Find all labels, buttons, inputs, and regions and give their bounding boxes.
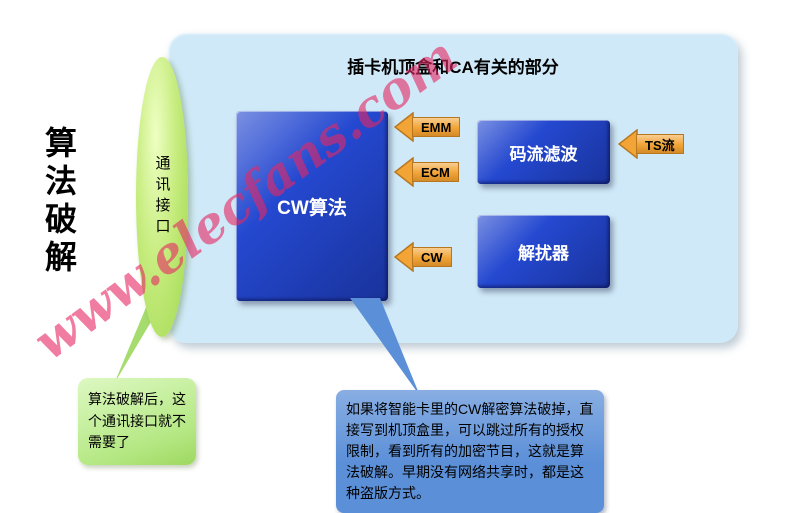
green-callout: 算法破解后，这个通讯接口就不需要了 (78, 378, 196, 466)
left-arrow-icon (394, 242, 414, 272)
comm-interface-label: 通讯接口 (153, 155, 171, 239)
cw-algorithm-label: CW算法 (277, 197, 347, 219)
emm-arrow-label: EMM (421, 119, 452, 135)
ecm-arrow: ECM (394, 157, 459, 187)
comm-interface-ellipse: 通讯接口 (136, 57, 188, 337)
cw-arrow: CW (394, 242, 452, 272)
cw-algorithm-box: CW算法 (236, 111, 388, 301)
left-arrow-icon (618, 129, 638, 159)
panel-title: 插卡机顶盒和CA有关的部分 (347, 58, 559, 77)
stream-filter-box: 码流滤波 (477, 120, 610, 184)
stream-filter-label: 码流滤波 (509, 144, 578, 164)
blue-callout: 如果将智能卡里的CW解密算法破掉，直接写到机顶盒里，可以跳过所有的授权限制，看到… (336, 390, 604, 513)
descrambler-label: 解扰器 (518, 244, 569, 263)
left-arrow-icon (394, 112, 414, 142)
ts-stream-arrow: TS流 (618, 129, 684, 159)
side-title: 算法破解 (41, 126, 77, 278)
descrambler-box: 解扰器 (477, 215, 610, 288)
emm-arrow: EMM (394, 112, 461, 142)
ecm-arrow-label: ECM (421, 164, 450, 180)
ts-stream-arrow-label: TS流 (645, 137, 675, 153)
left-arrow-icon (394, 157, 414, 187)
cw-arrow-label: CW (421, 249, 443, 265)
